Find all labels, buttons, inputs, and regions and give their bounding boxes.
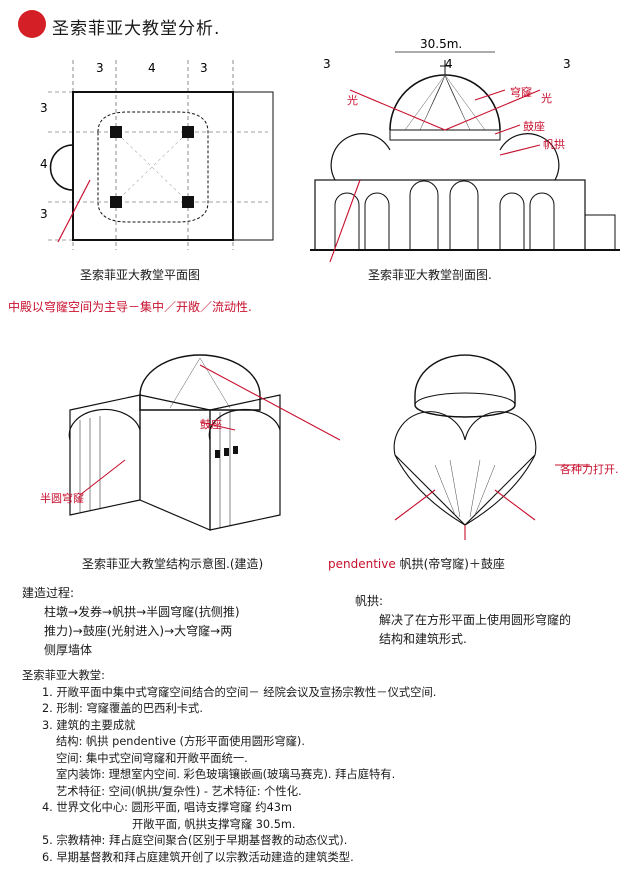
plan-dim-left-3: 3 <box>40 207 48 221</box>
pendentive-label-forces: 各种力打开. <box>560 462 619 476</box>
sophia-item: 1. 开敞平面中集中式穹窿空间结合的空间－ 经院会议及宣扬宗教性－仪式空间. <box>42 685 437 699</box>
pendentive-notes-line: 结构和建筑形式. <box>379 632 467 646</box>
section-dim-1: 3 <box>323 57 331 71</box>
plan-dim-top-1: 3 <box>96 61 104 75</box>
sophia-item: 6. 早期基督教和拜占庭建筑开创了以宗教活动建造的建筑类型. <box>42 850 354 864</box>
sophia-item: 2. 形制: 穹窿覆盖的巴西利卡式. <box>42 702 203 715</box>
section-label-light-right: 光 <box>541 91 552 105</box>
sophia-item: 室内装饰: 理想室内空间. 彩色玻璃镶嵌画(玻璃马赛克). 拜占庭特有. <box>56 768 396 781</box>
sophia-item: 5. 宗教精神: 拜占庭空间聚合(区别于早期基督教的动态仪式). <box>42 834 348 847</box>
construction-line: 推力)→鼓座(光射进入)→大穹窿→两 <box>44 624 233 638</box>
floor-plan-drawing: 3 4 3 3 4 3 <box>40 60 274 250</box>
pendentive-notes-title: 帆拱: <box>355 594 384 608</box>
section-label-dome: 穹窿 <box>510 85 532 99</box>
pendentive-caption-cn: 帆拱(帝穹窿)＋鼓座 <box>399 557 505 571</box>
plan-dim-left-2: 4 <box>40 157 48 171</box>
section-caption: 圣索菲亚大教堂剖面图. <box>368 268 492 282</box>
sophia-notes: 圣索菲亚大教堂: 1. 开敞平面中集中式穹窿空间结合的空间－ 经院会议及宣扬宗教… <box>22 668 436 866</box>
title-dot-icon <box>18 10 46 38</box>
section-label-pendentive: 帆拱 <box>543 137 565 151</box>
plan-note: 中殿以穹窿空间为主导－集中／开敞／流动性. <box>8 300 252 314</box>
pendentive-caption: pendentive 帆拱(帝穹窿)＋鼓座 <box>328 555 505 572</box>
page-title: 圣索菲亚大教堂分析. <box>52 19 221 39</box>
plan-dim-top-3: 3 <box>200 61 208 75</box>
section-span: 30.5m. <box>420 37 462 51</box>
pendentive-diagram: 各种力打开. <box>393 354 619 540</box>
section-dim-2: 4 <box>445 57 453 71</box>
structure-diagram: 半圆穹窿 鼓座 <box>40 354 340 531</box>
pendentive-notes: 帆拱: 解决了在方形平面上使用圆形穹窿的 结构和建筑形式. <box>355 592 571 649</box>
plan-dim-top-2: 4 <box>148 61 156 75</box>
sophia-item: 4. 世界文化中心: 圆形平面, 唱诗支撑穹窿 约43m <box>42 801 292 814</box>
construction-title: 建造过程: <box>22 586 75 600</box>
structure-label-drum: 鼓座 <box>200 417 222 431</box>
sophia-notes-title: 圣索菲亚大教堂: <box>22 669 105 682</box>
section-dim-3: 3 <box>563 57 571 71</box>
sophia-item: 3. 建筑的主要成就 <box>42 718 136 732</box>
structure-caption: 圣索菲亚大教堂结构示意图.(建造) <box>82 557 264 571</box>
section-label-drum: 鼓座 <box>523 119 545 133</box>
construction-line: 柱墩→发券→帆拱→半圆穹窿(抗侧推) <box>44 605 240 619</box>
structure-label-half-dome: 半圆穹窿 <box>40 491 84 505</box>
construction-notes: 建造过程: 柱墩→发券→帆拱→半圆穹窿(抗侧推) 推力)→鼓座(光射进入)→大穹… <box>22 584 240 660</box>
plan-caption: 圣索菲亚大教堂平面图 <box>80 268 201 282</box>
sophia-item: 开敞平面, 帆拱支撑穹窿 30.5m. <box>132 817 296 831</box>
plan-dim-left-1: 3 <box>40 101 48 115</box>
pendentive-notes-line: 解决了在方形平面上使用圆形穹窿的 <box>379 613 572 627</box>
pendentive-caption-en: pendentive <box>328 557 396 571</box>
sophia-item: 结构: 帆拱 pendentive (方形平面使用圆形穹窿). <box>56 735 305 748</box>
construction-line: 侧厚墙体 <box>44 643 93 657</box>
sophia-item: 艺术特征: 空间(帆拱/复杂性) - 艺术特征: 个性化. <box>56 784 302 798</box>
section-label-light-left: 光 <box>347 93 358 107</box>
section-drawing: 30.5m. 3 4 3 光 穹窿 光 鼓座 帆拱 <box>310 37 620 262</box>
sophia-item: 空间: 集中式空间穹窿和开敞平面统一. <box>56 751 248 765</box>
